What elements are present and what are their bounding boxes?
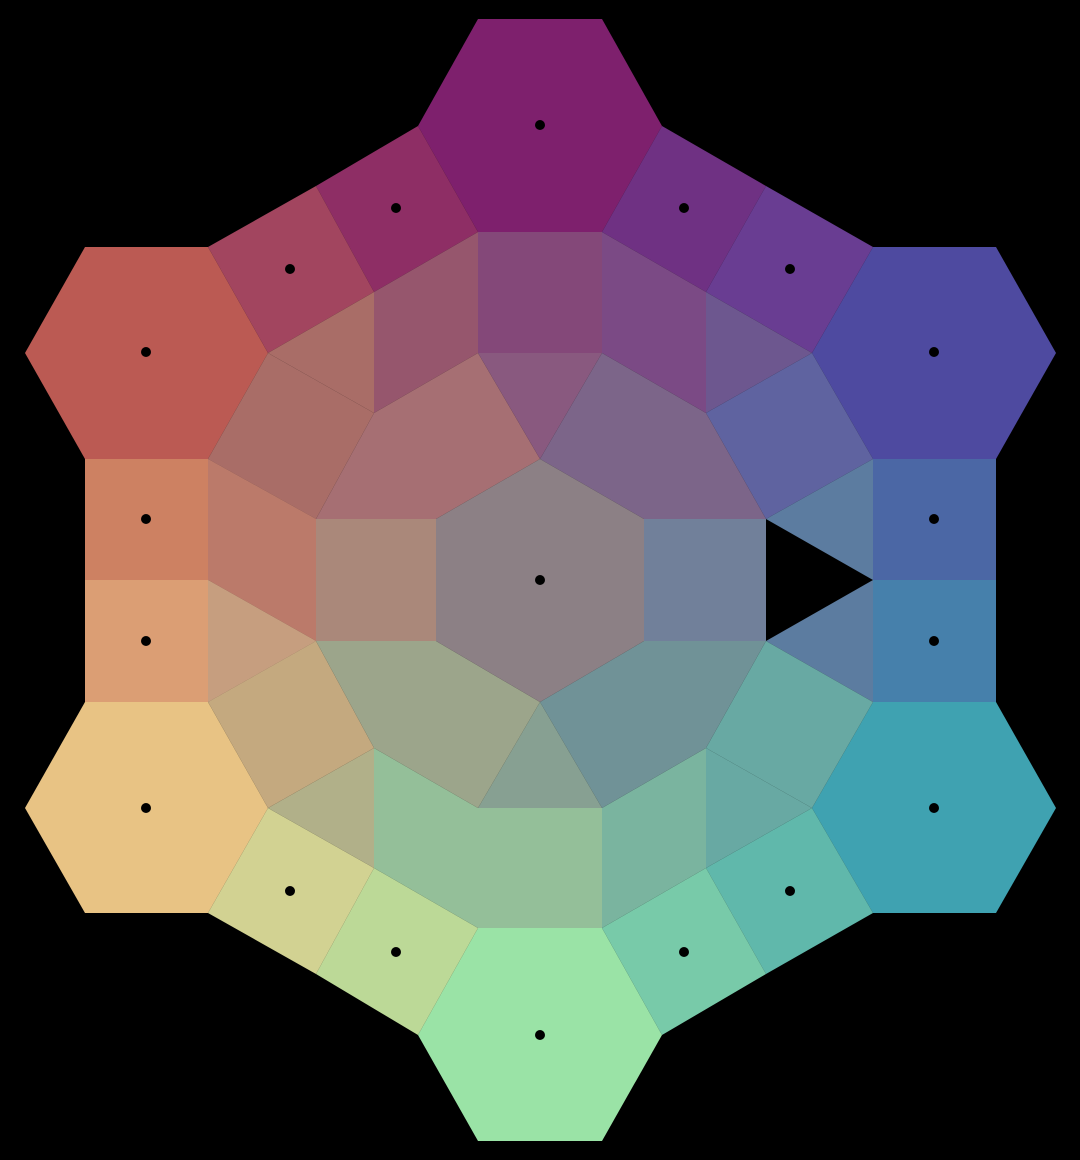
cell-inner-bot-l2 bbox=[268, 748, 374, 868]
cell-right-1-point bbox=[929, 514, 939, 524]
cell-left-2-point bbox=[141, 636, 151, 646]
cell-top-left-2-point bbox=[285, 264, 295, 274]
cell-inner-top-l bbox=[374, 232, 478, 413]
cell-inner-left-1 bbox=[208, 353, 374, 519]
cell-mid-bot bbox=[478, 702, 602, 808]
cell-center-point bbox=[535, 575, 545, 585]
cell-mid-top bbox=[478, 353, 602, 459]
cell-bottom-right-1-point bbox=[785, 886, 795, 896]
cell-inner-right-3 bbox=[766, 580, 873, 702]
cell-bottom-right-2-point bbox=[679, 947, 689, 957]
cell-left-1-point bbox=[141, 514, 151, 524]
cell-inner-right-1 bbox=[706, 353, 873, 519]
cell-top-right-2-point bbox=[785, 264, 795, 274]
cell-mid-bot-l bbox=[316, 641, 540, 808]
cell-mid-top-l bbox=[316, 353, 540, 519]
cell-inner-bot-r2 bbox=[706, 748, 812, 868]
cell-mid-left-b bbox=[208, 580, 316, 702]
cell-inner-left-4 bbox=[208, 641, 374, 808]
cell-bottom-left-2-point bbox=[285, 886, 295, 896]
cell-mid-left bbox=[316, 519, 436, 641]
cell-inner-top-l2 bbox=[268, 292, 374, 413]
cell-upper-right-indigo-point bbox=[929, 347, 939, 357]
cell-mid-right-b bbox=[540, 641, 766, 808]
cell-right-2-point bbox=[929, 636, 939, 646]
cell-bottom-left-1-point bbox=[391, 947, 401, 957]
cell-upper-left-red-point bbox=[141, 347, 151, 357]
cell-bottom-mint-point bbox=[535, 1030, 545, 1040]
cell-top-left-1-point bbox=[391, 203, 401, 213]
cell-inner-top-r2 bbox=[706, 292, 812, 413]
cell-lower-right-teal-point bbox=[929, 803, 939, 813]
cell-inner-top bbox=[478, 232, 602, 353]
cell-inner-right-2 bbox=[766, 459, 873, 580]
cell-top-purple-point bbox=[535, 120, 545, 130]
cell-inner-right-4 bbox=[706, 641, 873, 808]
cell-inner-top-r bbox=[602, 232, 706, 413]
cell-mid-right bbox=[644, 519, 766, 641]
cell-lower-left-gold-point bbox=[141, 803, 151, 813]
cell-top-right-1-point bbox=[679, 203, 689, 213]
cell-inner-bot bbox=[478, 808, 602, 928]
cell-mid-top-r bbox=[540, 353, 766, 519]
cell-mid-left-t bbox=[208, 459, 316, 641]
